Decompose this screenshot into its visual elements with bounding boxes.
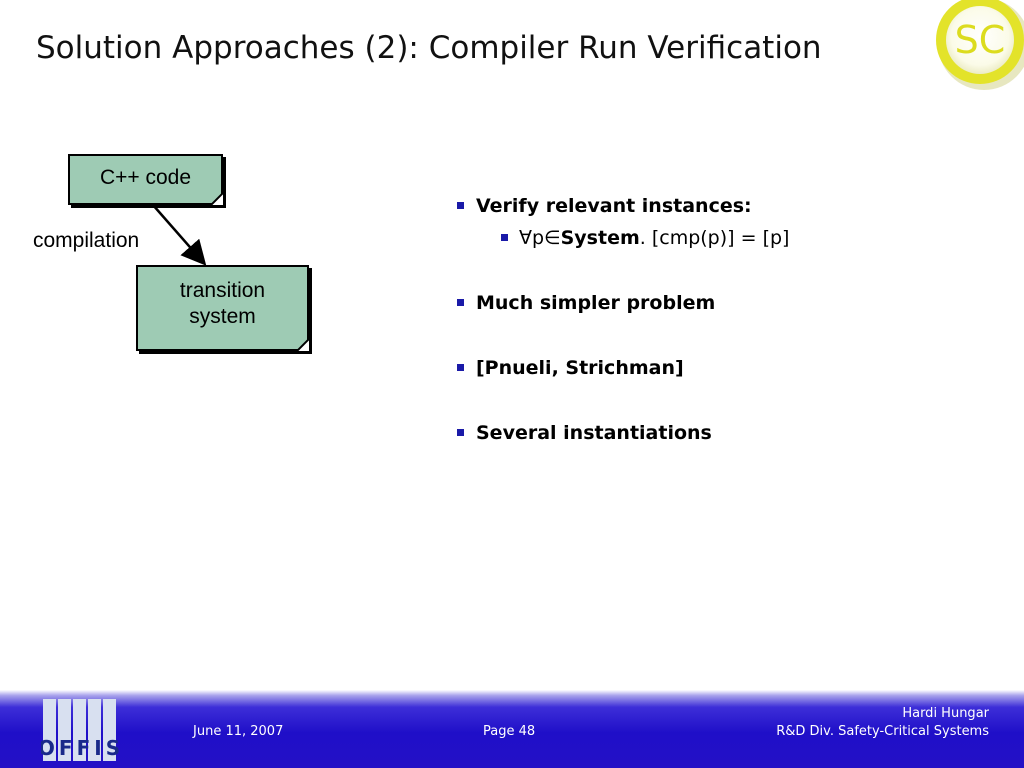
cpp-code-node: C++ code <box>68 154 223 205</box>
sub-bullet-item: ∀p∈System. [cmp(p)] = [p] <box>499 225 1015 251</box>
slide-footer: OFFIS June 11, 2007 Page 48 Hardi Hungar… <box>0 690 1024 768</box>
footer-date: June 11, 2007 <box>193 724 284 739</box>
bullet-item: Several instantiations <box>455 420 1015 446</box>
formula-rest: . [cmp(p)] = [p] <box>639 227 790 249</box>
note-fold-icon <box>297 339 309 351</box>
bullet-item: Much simpler problem <box>455 290 1015 316</box>
bullet-square-icon <box>457 364 464 371</box>
cpp-code-label: C++ code <box>99 166 192 189</box>
bullet-item: Verify relevant instances: <box>455 193 1015 219</box>
compilation-label: compilation <box>33 229 140 252</box>
bullet-square-icon <box>457 299 464 306</box>
bullet-square-icon <box>501 234 508 241</box>
system-label: system <box>189 305 256 328</box>
sc-logo: SC <box>936 0 1024 90</box>
bullet-text: Several instantiations <box>476 422 712 444</box>
formula-system: System <box>560 227 640 249</box>
bullet-text: Much simpler problem <box>476 292 716 314</box>
footer-division: R&D Div. Safety-Critical Systems <box>776 724 989 739</box>
transition-label: transition <box>179 279 266 302</box>
offis-logo: OFFIS <box>41 699 121 761</box>
bullet-text: [Pnueli, Strichman] <box>476 357 684 379</box>
slide-title: Solution Approaches (2): Compiler Run Ve… <box>36 30 822 66</box>
bullet-square-icon <box>457 202 464 209</box>
bullet-item: [Pnueli, Strichman] <box>455 355 1015 381</box>
bullet-list: Verify relevant instances: ∀p∈System. [c… <box>455 193 1015 446</box>
compilation-arrow <box>152 204 207 266</box>
formula-prefix: ∀p∈ <box>519 227 561 249</box>
bullet-text: Verify relevant instances: <box>476 195 752 217</box>
note-fold-icon <box>211 193 223 205</box>
bullet-square-icon <box>457 429 464 436</box>
footer-author: Hardi Hungar <box>902 706 989 721</box>
transition-system-node: transition system <box>136 265 309 351</box>
footer-page-number: Page 48 <box>483 724 536 739</box>
offis-logo-text: OFFIS <box>41 736 121 760</box>
sc-logo-text: SC <box>955 18 1006 62</box>
